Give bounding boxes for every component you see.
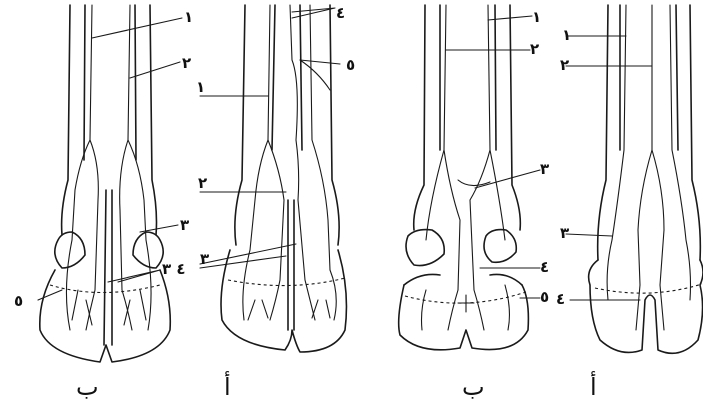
label-1-fig3: ١ (532, 8, 541, 26)
panel-label-a-left: أ (224, 371, 231, 401)
label-3-fig4: ٣ (560, 224, 569, 242)
label-4-fig2: ٤ (336, 4, 345, 22)
label-2-fig2: ٢ (198, 174, 207, 192)
panel-label-b-left: ب (76, 373, 99, 401)
label-5-fig2: ٥ (346, 56, 355, 74)
label-5-fig3: ٥ (540, 288, 549, 306)
figure-b-right (399, 5, 540, 350)
label-1-fig4: ١ (562, 26, 571, 44)
label-5-fig1: ٥ (14, 292, 23, 310)
label-3-fig2: ٣ (200, 250, 209, 268)
label-4-fig4: ٤ (556, 290, 565, 308)
label-1-fig1: ١ (184, 8, 193, 26)
label-3-fig3: ٣ (540, 160, 549, 178)
panel-label-b-right: ب (462, 373, 485, 401)
figure-a-right (566, 5, 703, 353)
label-2-fig4: ٢ (560, 56, 569, 74)
label-3-fig1: ٣ (180, 216, 189, 234)
figure-a-left (200, 5, 346, 352)
label-4-fig3: ٤ (540, 258, 549, 276)
figure-b-left (38, 5, 182, 362)
label-1-fig2: ١ (196, 78, 205, 96)
panel-label-a-right: أ (590, 371, 597, 401)
label-2-fig3: ٢ (530, 40, 539, 58)
label-4-3-fig1: ٤ ٣ (162, 260, 186, 278)
label-2-fig1: ٢ (182, 54, 191, 72)
